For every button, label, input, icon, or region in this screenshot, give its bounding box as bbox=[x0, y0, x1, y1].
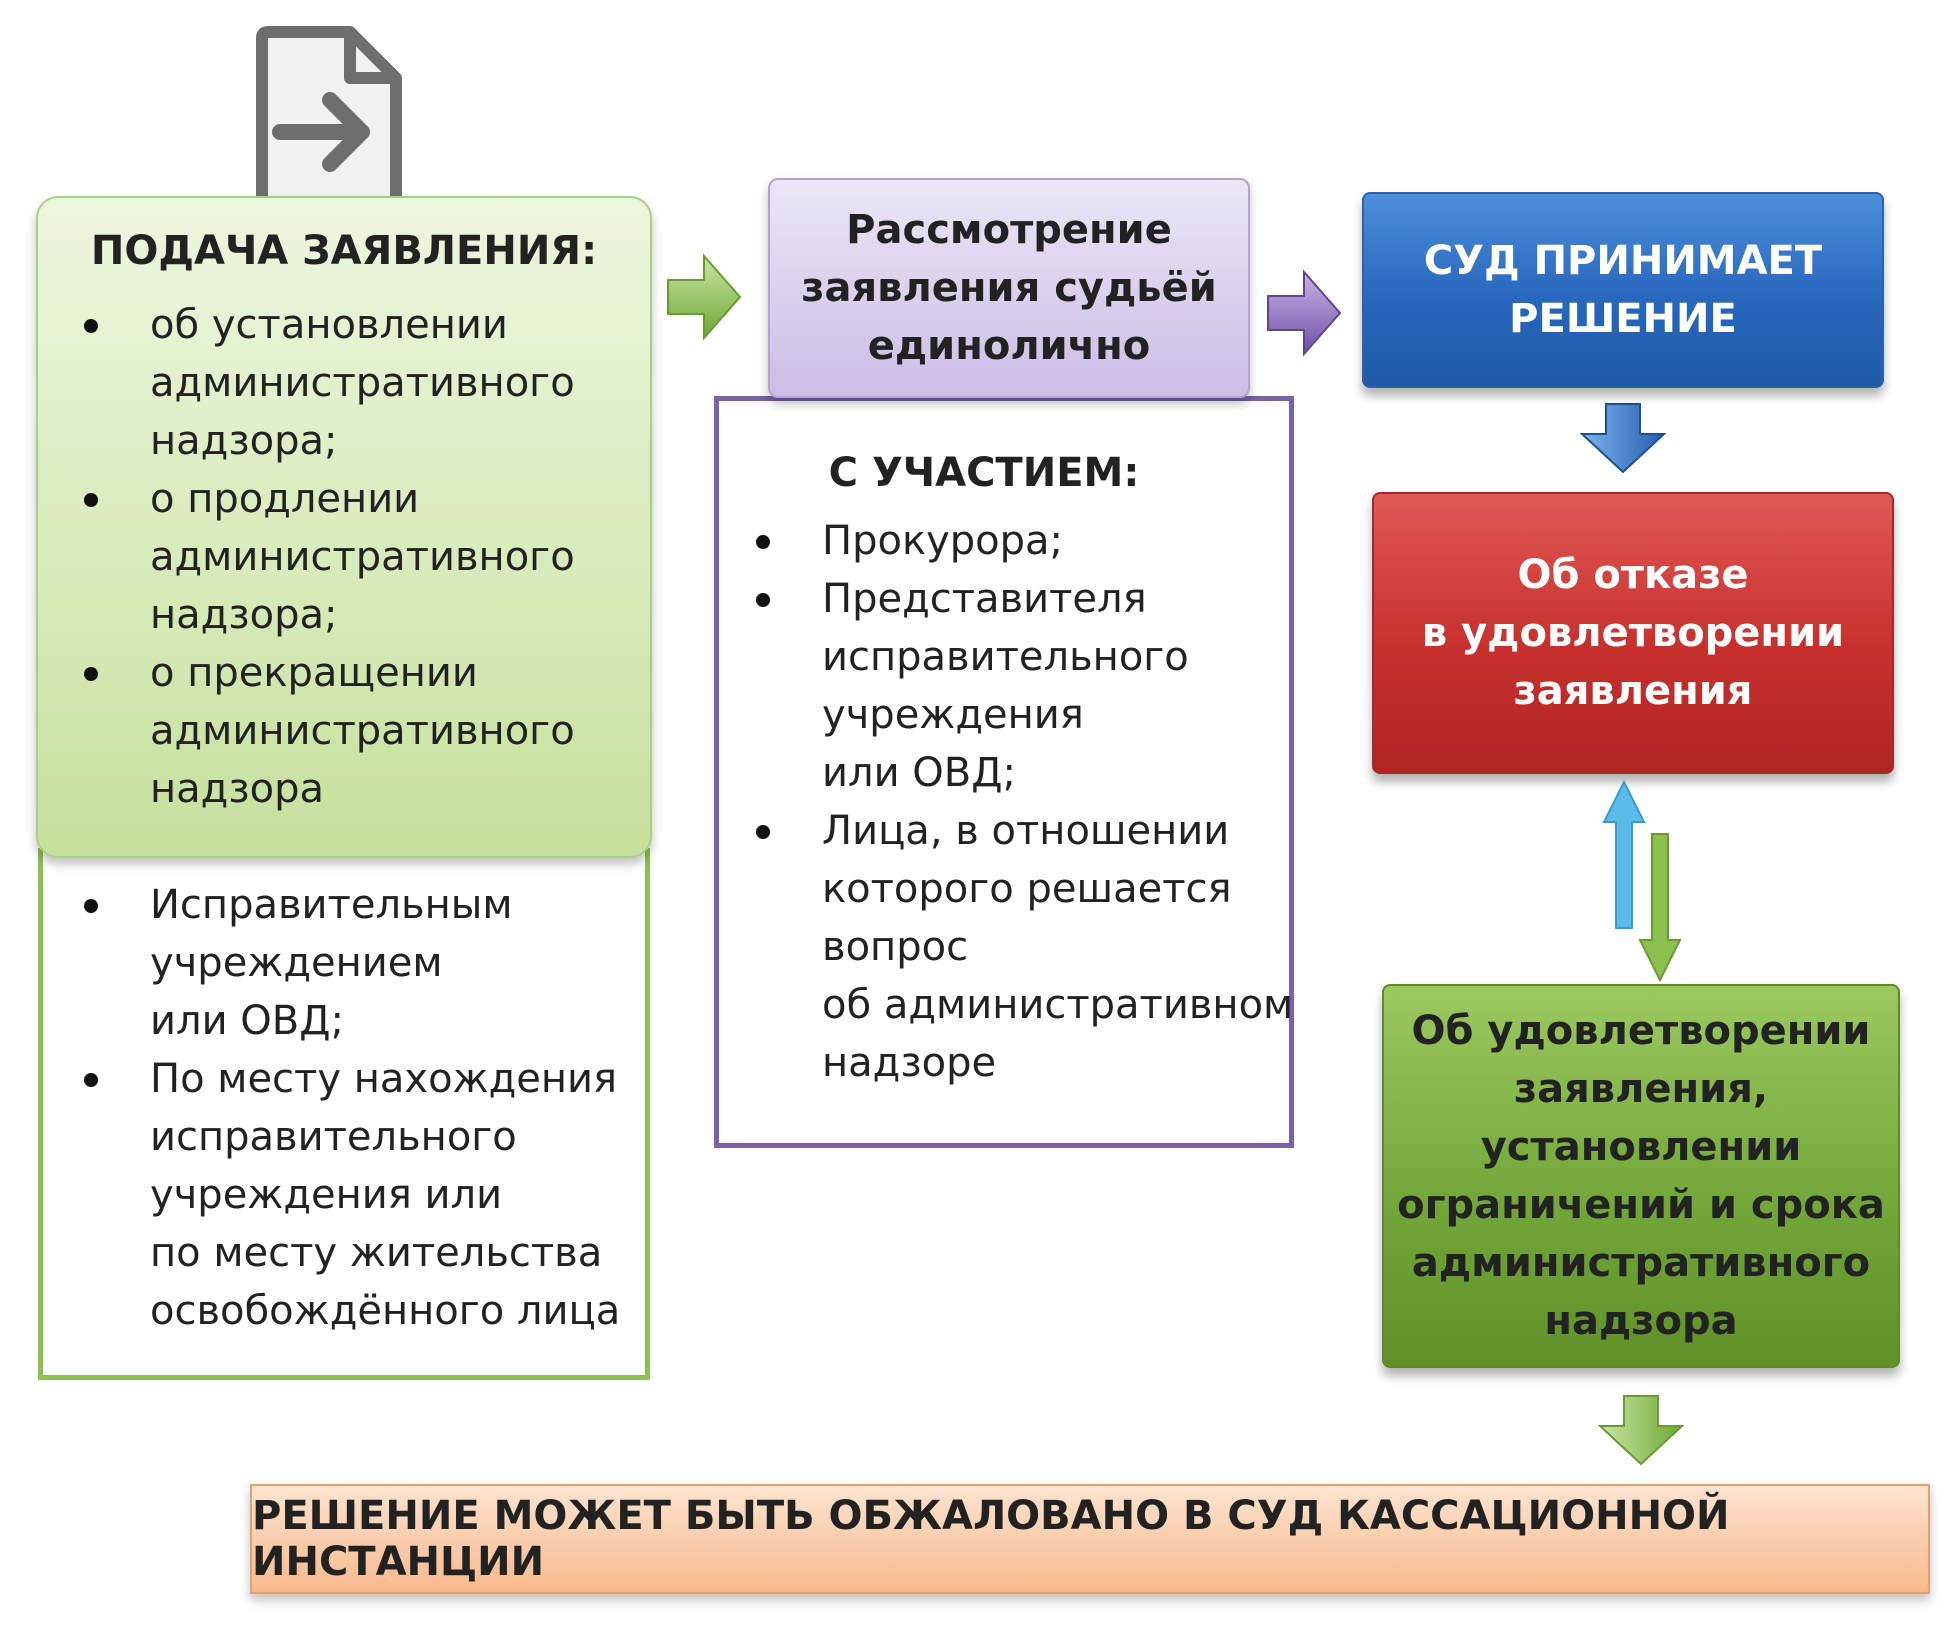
participation-item: Представителя исправительного учреждения… bbox=[712, 570, 1312, 802]
filed-by-item: Исправительным учреждением или ОВД; bbox=[40, 876, 660, 1050]
filed-by-list: Исправительным учреждением или ОВД; По м… bbox=[40, 876, 660, 1340]
filing-list: об установлении административного надзор… bbox=[40, 296, 660, 818]
refusal-box: Об отказе в удовлетворении заявления bbox=[1372, 492, 1894, 774]
participation-title: С УЧАСТИЕМ: bbox=[828, 450, 1140, 496]
arrow-right-icon bbox=[667, 253, 742, 341]
arrow-down-icon bbox=[1579, 403, 1667, 474]
filing-title: ПОДАЧА ЗАЯВЛЕНИЯ: bbox=[90, 228, 598, 274]
filing-item: об установлении административного надзор… bbox=[40, 296, 660, 470]
document-arrow-icon bbox=[256, 26, 402, 212]
arrow-down-icon bbox=[1597, 1395, 1685, 1466]
filing-panel bbox=[36, 196, 652, 858]
arrow-up-icon bbox=[1602, 779, 1646, 929]
participation-list: Прокурора; Представителя исправительного… bbox=[712, 512, 1312, 1092]
arrow-right-icon bbox=[1267, 269, 1342, 357]
filed-by-item: По месту нахождения исправительного учре… bbox=[40, 1050, 660, 1340]
participation-panel bbox=[714, 396, 1294, 1148]
review-box: Рассмотрение заявления судьёй единолично bbox=[768, 178, 1250, 398]
filing-item: о продлении административного надзора; bbox=[40, 470, 660, 644]
participation-item: Прокурора; bbox=[712, 512, 1312, 570]
participation-item: Лица, в отношении которого решается вопр… bbox=[712, 802, 1312, 1092]
appeal-banner: РЕШЕНИЕ МОЖЕТ БЫТЬ ОБЖАЛОВАНО В СУД КАСС… bbox=[250, 1484, 1930, 1594]
filed-by-panel bbox=[38, 848, 650, 1380]
arrow-down-icon bbox=[1638, 833, 1682, 983]
satisfaction-box: Об удовлетворении заявления, установлени… bbox=[1382, 984, 1900, 1368]
court-decision-box: СУД ПРИНИМАЕТ РЕШЕНИЕ bbox=[1362, 192, 1884, 388]
filing-item: о прекращении административного надзора bbox=[40, 644, 660, 818]
